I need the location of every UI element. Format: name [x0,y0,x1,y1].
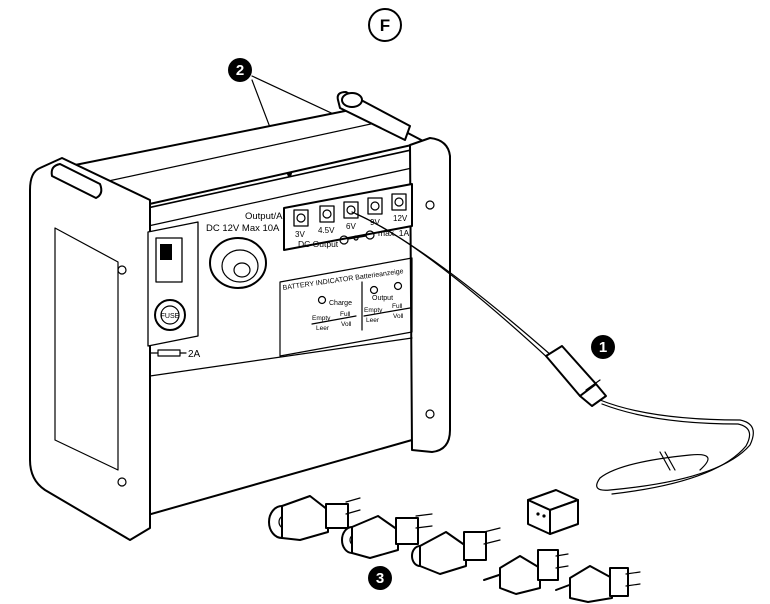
socket-4-5v[interactable] [319,205,335,223]
charge-voll: Voll [341,321,352,328]
adapter-tip-3 [411,527,501,575]
voltage-label-12v: 12V [393,214,408,223]
charge-header: Charge [329,300,352,307]
callout-3: 3 [368,566,392,590]
voltage-label-3v: 3V [295,230,305,239]
output-led [369,285,379,295]
callout-1-number: 1 [599,339,607,356]
charge-empty: Empty [312,315,331,322]
fuse-holder[interactable] [154,299,186,331]
output-leer: Leer [366,317,380,324]
power-switch-rocker [160,244,172,260]
output-voll: Voll [393,313,404,320]
socket-12v[interactable] [391,193,407,211]
dc-output-label: DC Output [298,239,339,249]
right-handle [336,91,451,453]
adapter-tip-1 [268,495,361,541]
charge-full: Full [340,311,351,318]
dc-cable [351,211,754,495]
panel-seam [149,337,413,377]
output-title-line1: Output/Ausgang [245,211,314,222]
dc-output-panel: 3V 4.5V 6V 9V 12V DC Output max. 1A [283,183,413,251]
socket-3v[interactable] [293,209,309,227]
figure-label-text: F [380,16,390,35]
adapter-tip-5 [555,565,641,603]
socket-6v[interactable] [343,201,359,219]
charge-led [317,295,327,305]
socket-9v[interactable] [367,197,383,215]
fuse-label: FUSE [161,313,180,320]
callout-3-number: 3 [376,570,384,587]
switch-fuse-panel: FUSE 2A [147,221,201,360]
voltage-label-4-5v: 4.5V [318,226,335,235]
callout-2-number: 2 [236,62,244,79]
charge-leer: Leer [316,325,330,332]
output-socket-area: Output/Ausgang DC 12V Max 10A [206,211,314,289]
output-empty: Empty [364,307,383,314]
voltage-label-6v: 6V [346,222,356,231]
output-header: Output [372,295,393,302]
left-handle [29,157,151,541]
figure-label: F [368,8,402,42]
adapter-tip-4 [483,549,569,595]
adapter-tips [268,489,641,603]
output-title-line2: DC 12V Max 10A [206,223,280,234]
output-full: Full [392,303,403,310]
adapter-block [527,489,579,535]
max-current-label: max. 1A [378,228,410,238]
callout-1: 1 [591,335,615,359]
dc-plug [545,345,607,407]
adapter-tip-2 [341,513,433,559]
fuse-rating: 2A [188,349,201,360]
car-socket[interactable] [209,237,267,289]
output-led-2 [393,281,403,291]
voltage-label-9v: 9V [370,218,380,227]
